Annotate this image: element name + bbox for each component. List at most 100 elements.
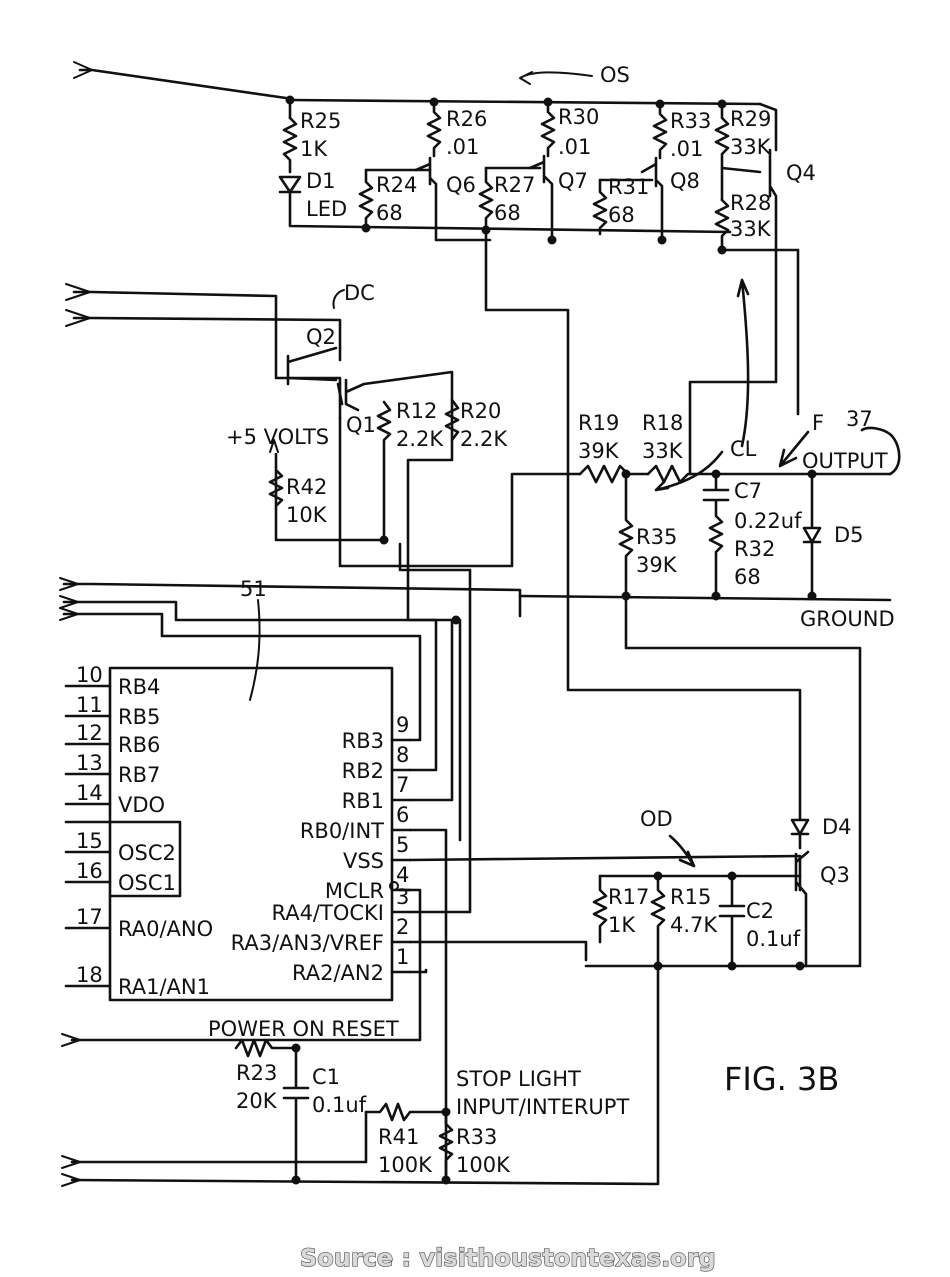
r29-value: 33K — [730, 135, 772, 159]
ic-right-pin-number: 1 — [396, 945, 409, 969]
r35-value: 39K — [636, 553, 678, 577]
r42-label: R42 — [286, 475, 327, 499]
d1-label: D1 — [306, 169, 336, 193]
od-label: OD — [640, 807, 673, 831]
reset-section — [70, 1038, 454, 1182]
ic-right-pin-number: 5 — [396, 833, 409, 857]
plus5-label: +5 VOLTS — [226, 425, 329, 449]
input-arrows — [59, 61, 593, 1187]
figure-label: FIG. 3B — [724, 1060, 839, 1098]
n37-label: 37 — [846, 407, 873, 431]
block-labels: OS DC OD F 37 CL 51 — [240, 63, 873, 831]
r27-value: 68 — [494, 201, 521, 225]
r26-label: R26 — [446, 107, 487, 131]
r17-value: 1K — [608, 913, 636, 937]
r18-value: 33K — [642, 439, 684, 463]
r31-value: 68 — [608, 203, 635, 227]
q1-label: Q1 — [346, 413, 376, 437]
r35-label: R35 — [636, 525, 677, 549]
ic-right-pin-number: 7 — [396, 773, 409, 797]
r20-value: 2.2K — [460, 427, 508, 451]
r41-value: 100K — [378, 1153, 433, 1177]
ic-right-pin-name: RA2/AN2 — [292, 961, 384, 985]
r23-label: R23 — [236, 1061, 277, 1085]
ic-left-pin-name: RA0/ANO — [118, 917, 213, 941]
r30-label: R30 — [558, 105, 599, 129]
source-credit: Source : visithoustontexas.org — [300, 1244, 716, 1272]
q2-label: Q2 — [306, 325, 336, 349]
r15-value: 4.7K — [670, 913, 718, 937]
ic-left-pin-name: RB5 — [118, 705, 160, 729]
q6-label: Q6 — [446, 173, 476, 197]
junction-dots — [285, 95, 817, 1185]
ground-label: GROUND — [800, 607, 895, 631]
net-labels: OUTPUT GROUND +5 VOLTS POWER ON RESET ST… — [208, 425, 895, 1119]
interrupt-label: INPUT/INTERUPT — [456, 1095, 629, 1119]
d4-label: D4 — [822, 815, 852, 839]
ic-right-pin-name: RA3/AN3/VREF — [231, 931, 384, 955]
ic-left-pin-name: OSC1 — [118, 871, 176, 895]
r29-label: R29 — [730, 107, 771, 131]
r33a-value: .01 — [670, 137, 703, 161]
ic-right-pin-name: VSS — [343, 849, 384, 873]
r28-value: 33K — [730, 217, 772, 241]
ic-left-pin-number: 10 — [76, 663, 103, 687]
r12-label: R12 — [396, 399, 437, 423]
ic-right-pin-name: MCLR — [325, 879, 384, 903]
r19-label: R19 — [578, 411, 619, 435]
r42-value: 10K — [286, 503, 328, 527]
od-block — [70, 818, 810, 1186]
r17-label: R17 — [608, 885, 649, 909]
r23-value: 20K — [236, 1089, 278, 1113]
ic-left-pin-number: 13 — [76, 751, 103, 775]
ic-left-pin-number: 14 — [76, 781, 103, 805]
ic-right-pin-name: RB0/INT — [300, 819, 384, 843]
r30-value: .01 — [558, 135, 591, 159]
ic-left-pin-number: 17 — [76, 905, 103, 929]
ic-left-pin-number: 12 — [76, 721, 103, 745]
ic-right-pin-number: 4 — [396, 863, 409, 887]
dc-label: DC — [344, 281, 375, 305]
ic-left-pin-number: 16 — [76, 859, 103, 883]
c2-value: 0.1uf — [746, 927, 801, 951]
r33b-value: 100K — [456, 1153, 511, 1177]
r12-value: 2.2K — [396, 427, 444, 451]
c1-label: C1 — [312, 1065, 340, 1089]
ic-left-pin-number: 18 — [76, 963, 103, 987]
d5-label: D5 — [834, 523, 864, 547]
r27-label: R27 — [494, 173, 535, 197]
f-label: F — [812, 411, 824, 435]
ic-left-pin-name: OSC2 — [118, 841, 176, 865]
ic-right-pin-number: 6 — [396, 803, 409, 827]
dc-block — [72, 290, 582, 842]
d1-value: LED — [306, 197, 347, 221]
ic-left-pin-name: RB7 — [118, 763, 160, 787]
os-label: OS — [600, 63, 630, 87]
ic-left-pin-number: 11 — [76, 693, 103, 717]
ic-right-pin-number: 2 — [396, 915, 409, 939]
q7-label: Q7 — [558, 169, 588, 193]
c1-value: 0.1uf — [312, 1093, 367, 1117]
cl-label: CL — [730, 437, 757, 461]
r24-value: 68 — [376, 201, 403, 225]
r31-label: R31 — [608, 175, 649, 199]
ic-right-pin-number: 8 — [396, 743, 409, 767]
ic-left-pin-name: RA1/AN1 — [118, 975, 210, 999]
stop-light-label: STOP LIGHT — [456, 1067, 581, 1091]
q4-label: Q4 — [786, 161, 816, 185]
ic-right-pin-number: 3 — [396, 885, 409, 909]
r25-label: R25 — [300, 109, 341, 133]
ic-right-pin-name: RB2 — [342, 759, 384, 783]
power-on-reset-label: POWER ON RESET — [208, 1017, 399, 1041]
r25-value: 1K — [300, 137, 328, 161]
r32-label: R32 — [734, 537, 775, 561]
output-section — [518, 278, 901, 968]
r26-value: .01 — [446, 135, 479, 159]
ic-right-pin-number: 9 — [396, 713, 409, 737]
r24-label: R24 — [376, 173, 417, 197]
ic-left-pin-name: VDO — [118, 793, 165, 817]
c7-label: C7 — [734, 479, 762, 503]
